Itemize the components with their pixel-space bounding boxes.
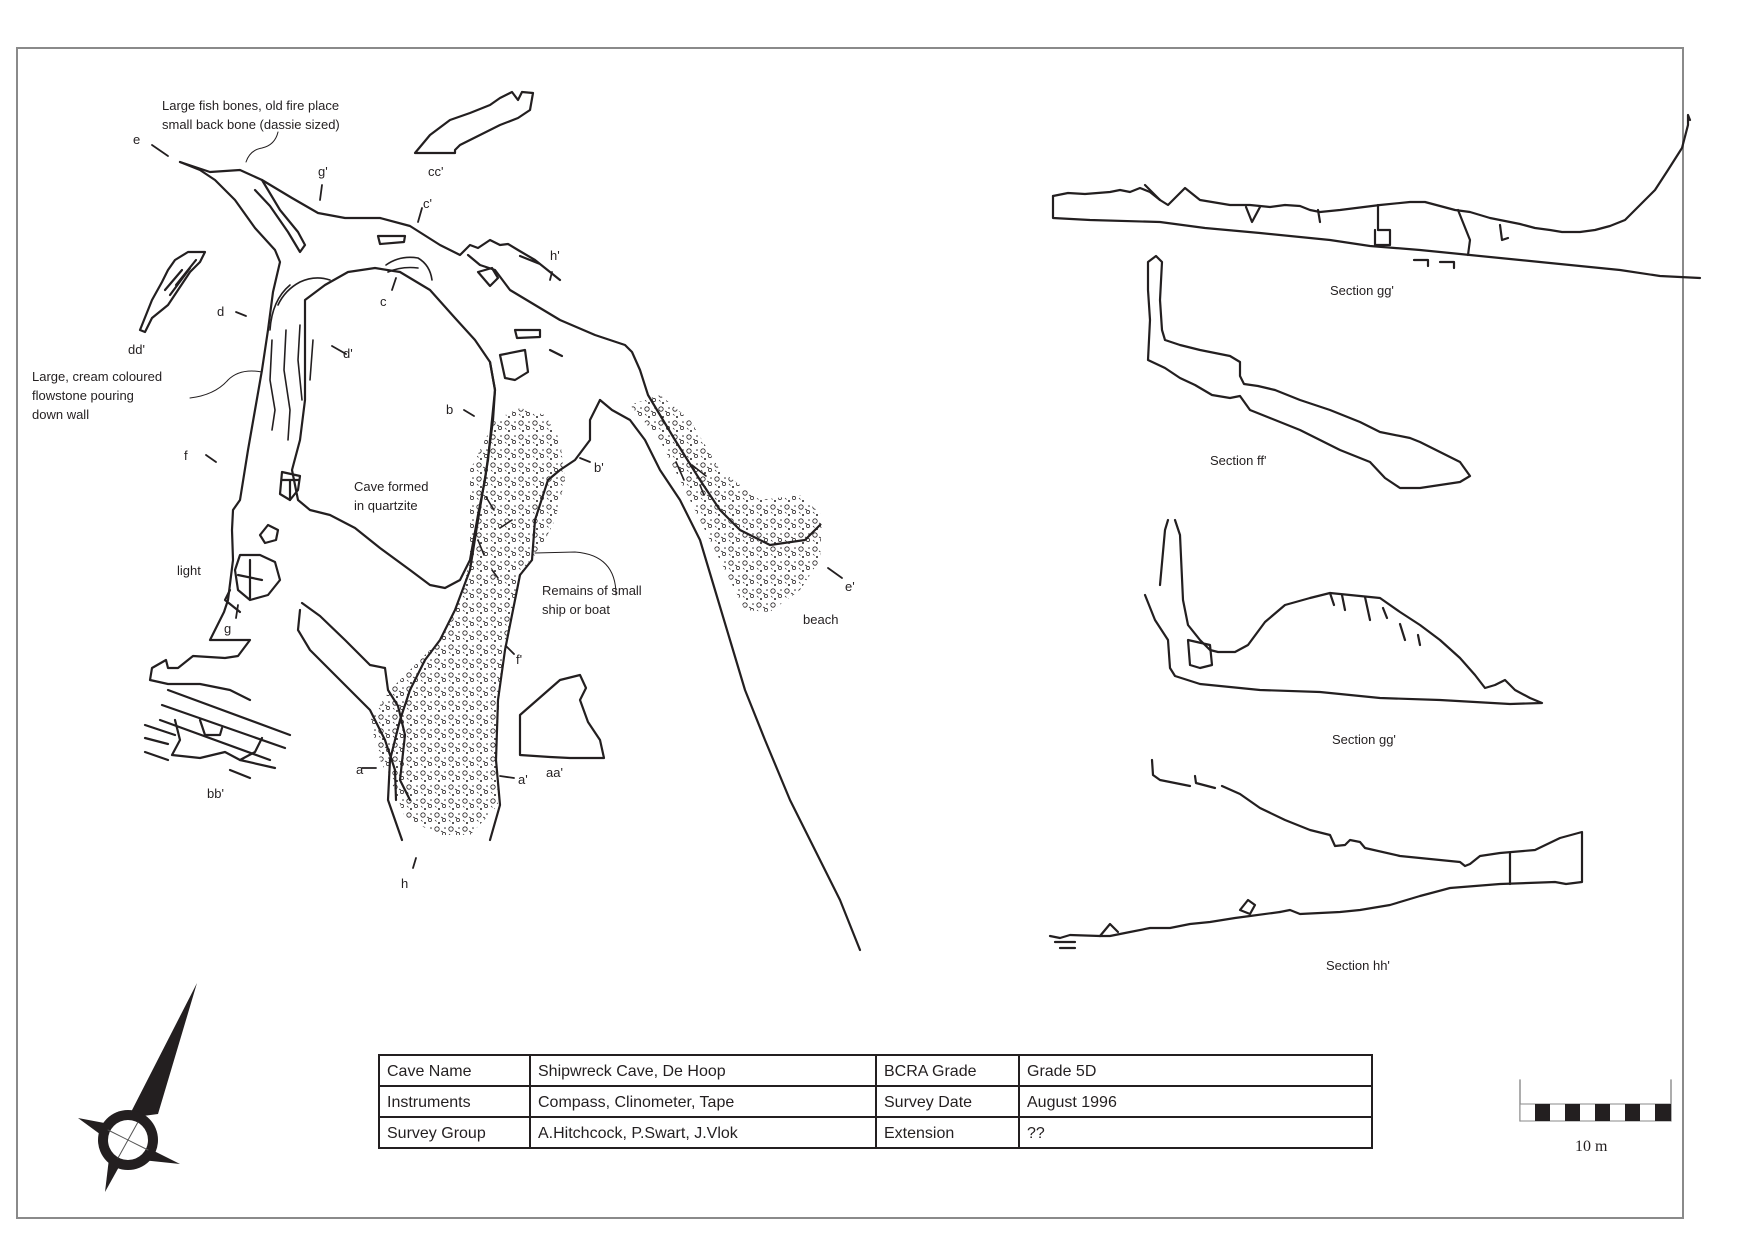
aa-section [518, 673, 606, 760]
cell-label: Extension [875, 1116, 1020, 1149]
marker-e-prime: e' [845, 579, 855, 594]
section-title-ff: Section ff' [1210, 453, 1267, 468]
cell-label: Survey Group [378, 1116, 531, 1149]
section-title-gg-middle: Section gg' [1332, 732, 1396, 747]
marker-bb-prime: bb' [207, 786, 224, 801]
marker-e: e [133, 132, 141, 147]
cell-label: Cave Name [378, 1054, 531, 1087]
table-row: Instruments Compass, Clinometer, Tape Su… [378, 1085, 1373, 1118]
annotation-ship-remains: Remains of small ship or boat [542, 583, 642, 617]
cc-section [413, 90, 535, 155]
cell-label: Survey Date [875, 1085, 1020, 1118]
annotation-flowstone: Large, cream coloured flowstone pouring … [32, 369, 163, 422]
marker-a-prime: a' [518, 772, 528, 787]
scale-bar [1519, 1079, 1672, 1122]
cell-value: Shipwreck Cave, De Hoop [529, 1054, 877, 1087]
dd-section [138, 250, 207, 334]
central-pillar [290, 266, 497, 590]
marker-a: a [356, 762, 364, 777]
marker-b: b [446, 402, 454, 417]
annotation-beach: beach [803, 612, 839, 627]
scale-bar-label: 10 m [1575, 1138, 1608, 1155]
cell-label: Instruments [378, 1085, 531, 1118]
survey-info-table: Cave Name Shipwreck Cave, De Hoop BCRA G… [378, 1054, 1373, 1149]
table-row: Cave Name Shipwreck Cave, De Hoop BCRA G… [378, 1054, 1373, 1087]
section-title-hh: Section hh' [1326, 958, 1390, 973]
marker-g: g [224, 621, 232, 636]
marker-h-prime: h' [550, 248, 560, 263]
marker-f: f [184, 448, 188, 463]
leader-lines [189, 131, 617, 596]
marker-g-prime: g' [318, 164, 328, 179]
section-gg-middle-drawing [1143, 518, 1544, 706]
marker-c: c [380, 294, 387, 309]
marker-cc-prime: cc' [428, 164, 444, 179]
marker-d: d [217, 304, 225, 319]
page-frame [16, 47, 1684, 1219]
annotation-light: light [177, 563, 201, 578]
cell-value: Compass, Clinometer, Tape [529, 1085, 877, 1118]
marker-dd-prime: dd' [128, 342, 145, 357]
marker-h: h [401, 876, 409, 891]
cell-value: ?? [1018, 1116, 1373, 1149]
marker-f-prime: f' [516, 652, 523, 667]
cave-wall-west [148, 160, 282, 702]
pebble-fill [370, 395, 822, 835]
marker-b-prime: b' [594, 460, 604, 475]
annotation-quartzite: Cave formed in quartzite [354, 479, 429, 513]
marker-c-prime: c' [423, 196, 432, 211]
flowstone-pattern [269, 256, 433, 441]
cell-value: A.Hitchcock, P.Swart, J.Vlok [529, 1116, 877, 1149]
section-gg-top-drawing [1051, 113, 1702, 280]
cell-value: Grade 5D [1018, 1054, 1373, 1087]
section-title-gg-top: Section gg' [1330, 283, 1394, 298]
cell-label: BCRA Grade [875, 1054, 1020, 1087]
north-arrow-icon [78, 983, 197, 1192]
marker-d-prime: d' [343, 346, 353, 361]
section-ticks [151, 144, 843, 869]
cell-value: August 1996 [1018, 1085, 1373, 1118]
bb-section [143, 688, 292, 780]
ship-remains [477, 461, 707, 579]
table-row: Survey Group A.Hitchcock, P.Swart, J.Vlo… [378, 1116, 1373, 1149]
section-ff-drawing [1146, 254, 1472, 490]
annotation-fish-bones: Large fish bones, old fire place small b… [162, 98, 340, 132]
marker-aa-prime: aa' [546, 765, 563, 780]
section-hh-drawing [1048, 758, 1584, 950]
